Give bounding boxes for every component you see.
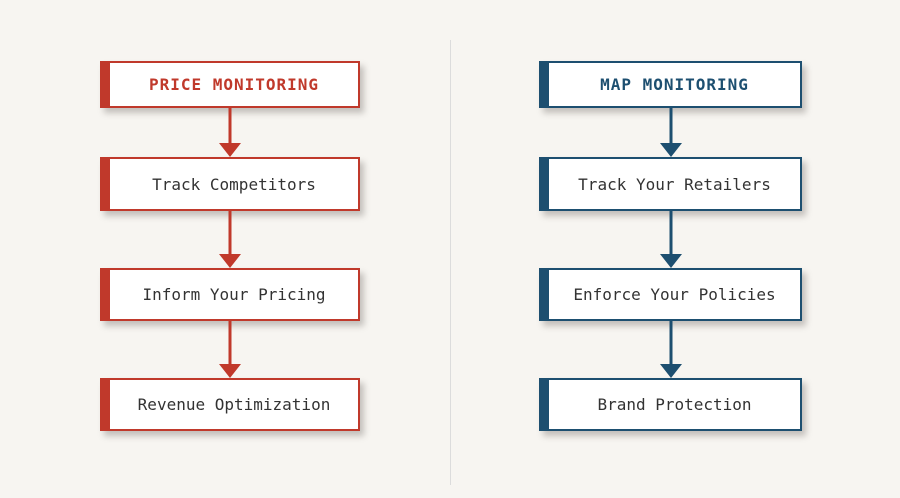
flow-step-box: Brand Protection xyxy=(539,378,802,431)
flow-step-label: Inform Your Pricing xyxy=(142,285,326,304)
arrow-head-icon xyxy=(219,364,241,378)
flow-step-box: Track Your Retailers xyxy=(539,157,802,211)
arrow-head-icon xyxy=(659,364,682,378)
arrow-line xyxy=(228,321,232,366)
arrow-head-icon xyxy=(659,143,682,157)
arrow-head-icon xyxy=(659,254,682,268)
price-monitoring-flow: PRICE MONITORING Track Competitors Infor… xyxy=(100,0,360,498)
arrow-head-icon xyxy=(219,254,241,268)
flow-step-label: Track Your Retailers xyxy=(578,174,771,194)
flow-step-label: Revenue Optimization xyxy=(137,395,331,414)
arrow-line xyxy=(669,108,672,145)
price-monitoring-header-label: PRICE MONITORING xyxy=(148,75,320,94)
down-arrow xyxy=(539,108,802,157)
flow-step-box: Inform Your Pricing xyxy=(100,268,360,321)
map-monitoring-flow: MAP MONITORING Track Your Retailers Enfo… xyxy=(539,0,802,498)
flow-step-box: Track Competitors xyxy=(100,157,360,211)
flow-step-label: Track Competitors xyxy=(152,174,316,194)
arrow-head-icon xyxy=(219,143,241,157)
map-monitoring-header-box: MAP MONITORING xyxy=(539,61,802,108)
map-monitoring-header-label: MAP MONITORING xyxy=(600,75,749,94)
down-arrow xyxy=(100,108,360,157)
down-arrow xyxy=(100,211,360,268)
flow-step-box: Revenue Optimization xyxy=(100,378,360,431)
arrow-line xyxy=(669,321,672,366)
down-arrow xyxy=(100,321,360,378)
down-arrow xyxy=(539,211,802,268)
flow-step-label: Enforce Your Policies xyxy=(573,285,776,304)
price-monitoring-header-box: PRICE MONITORING xyxy=(100,61,360,108)
arrow-line xyxy=(228,108,232,145)
down-arrow xyxy=(539,321,802,378)
flow-step-box: Enforce Your Policies xyxy=(539,268,802,321)
column-divider xyxy=(450,40,451,485)
flow-step-label: Brand Protection xyxy=(597,395,752,414)
arrow-line xyxy=(669,211,672,256)
arrow-line xyxy=(228,211,232,256)
